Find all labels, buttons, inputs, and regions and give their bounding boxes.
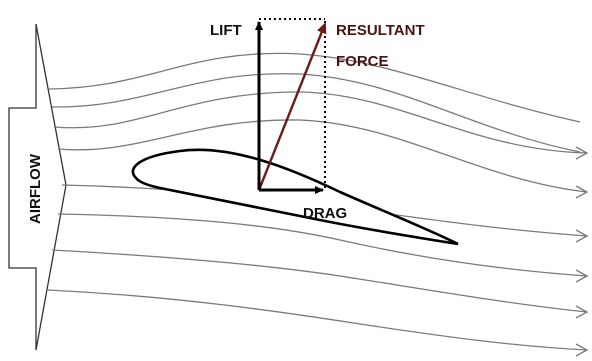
arrowhead-1 [575, 146, 589, 160]
streamline-1 [48, 52, 581, 123]
arrowhead-4 [575, 269, 589, 283]
airflow-arrow [8, 23, 67, 351]
streamline-4 [57, 119, 588, 193]
drag-label: DRAG [303, 205, 347, 222]
streamline-arrowheads [575, 146, 589, 357]
arrowhead-2 [575, 185, 589, 199]
lift-label: LIFT [210, 22, 242, 39]
streamline-3 [53, 91, 588, 154]
streamline-2 [51, 73, 581, 153]
resultant-force-vector [257, 22, 327, 191]
resultant-label-line1: RESULTANT [336, 22, 425, 39]
streamline-6 [57, 213, 588, 277]
airflow-label: AIRFLOW [27, 153, 44, 224]
arrowhead-3 [575, 229, 589, 243]
arrowhead-5 [575, 305, 589, 319]
arrowhead-6 [575, 343, 589, 357]
airfoil [131, 148, 459, 246]
streamline-8 [47, 289, 588, 351]
resultant-label-line2: FORCE [336, 53, 389, 70]
streamline-7 [51, 249, 588, 313]
